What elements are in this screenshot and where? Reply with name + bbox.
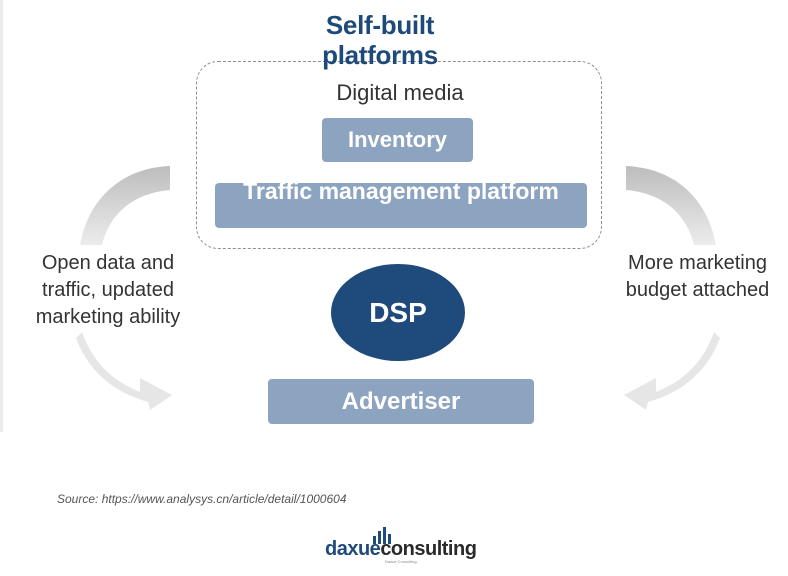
traffic-management-label: Traffic management platform [243,183,559,204]
logo-wordmark: daxueconsulting [325,538,477,561]
self-built-platforms-container [196,61,602,249]
curved-arrow-right-icon [626,166,716,245]
logo-part-consulting: consulting [380,538,477,560]
digital-media-label: Digital media [336,80,464,105]
logo-part-daxue: daxue [325,538,381,560]
left-flow-label: Open data and traffic, updated marketing… [35,252,181,328]
curved-arrow-right-head-icon [624,332,720,410]
diagram-title: Self-built platforms [322,10,438,70]
traffic-management-node: Traffic management platform [215,183,587,228]
page-left-edge [0,0,3,432]
curved-arrow-left-head-icon [76,332,172,410]
advertiser-node: Advertiser [268,379,534,424]
bar-chart-icon [373,527,391,544]
right-flow-label: More marketing budget attached [625,252,770,301]
source-note: Source: https://www.analysys.cn/article/… [57,492,347,506]
inventory-node: Inventory [322,118,473,162]
daxue-consulting-logo: daxueconsulting Daxue Consulting [325,527,485,564]
curved-arrow-left-icon [80,166,170,245]
dsp-node: DSP [331,264,465,361]
logo-tagline: Daxue Consulting [385,559,417,564]
